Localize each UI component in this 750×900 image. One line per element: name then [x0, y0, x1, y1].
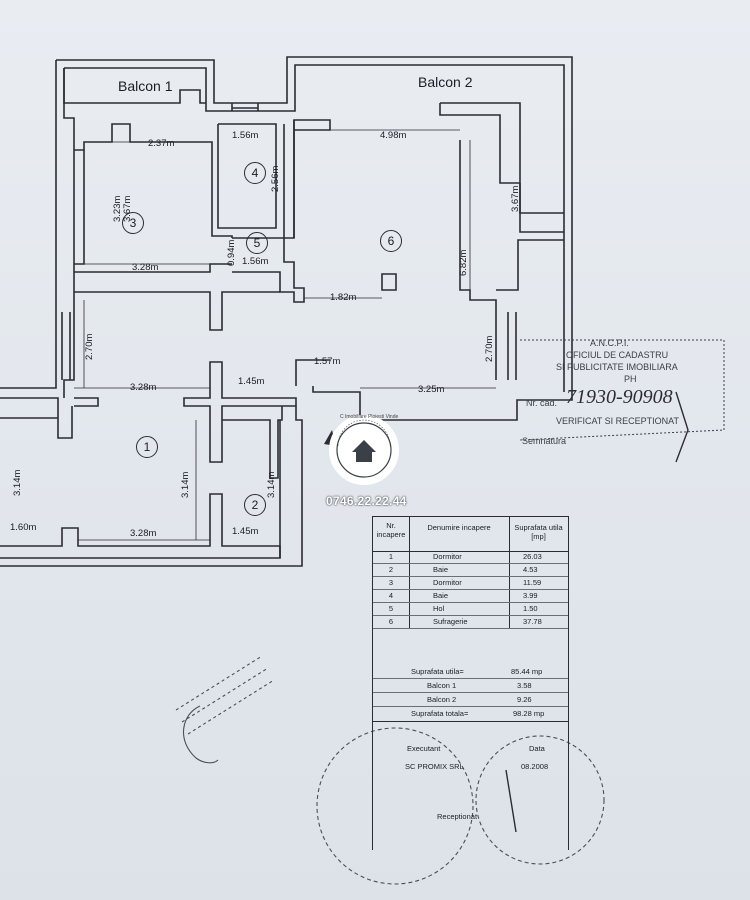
dim-3-28-b: 3.28m — [130, 382, 157, 393]
dim-1-56-top: 1.56m — [232, 130, 259, 141]
room-number-2: 2 — [244, 494, 266, 516]
room-2-outer — [0, 406, 303, 567]
col-name-header: Denumire incapere — [427, 523, 491, 532]
received-label: Receptionat — [437, 812, 478, 821]
dim-3-14-c: 3.14m — [266, 471, 277, 498]
dim-3-28-c: 3.28m — [130, 528, 157, 539]
left-wall — [0, 60, 57, 389]
table-row: 3 Dormitor 11.59 — [373, 577, 568, 590]
room-2-walls — [222, 406, 283, 479]
cadastre-stamp-nr-label: Nr. cad. — [526, 398, 558, 408]
dim-1-45-b: 1.45m — [232, 526, 259, 537]
total-row: Suprafata totala= 98.28 mp — [411, 709, 545, 718]
dim-3-28-a: 3.28m — [132, 262, 159, 273]
cadastre-stamp-verified: VERIFICAT SI RECEPTIONAT — [556, 416, 680, 426]
dim-6-82: 6.82m — [458, 249, 469, 276]
table-row: 1 Dormitor 26.03 — [373, 551, 568, 564]
agency-phone: 0746.22.22.44 — [326, 494, 407, 508]
cadastre-stamp-line-1: A.N.C.P.I. — [590, 338, 629, 348]
date-label: Data — [529, 744, 545, 753]
dim-1-82: 1.82m — [330, 292, 357, 303]
dim-2-37: 2.37m — [148, 138, 175, 149]
dim-3-14-a: 3.14m — [12, 469, 23, 496]
agency-logo — [329, 415, 399, 485]
cadastre-stamp-line-3: SI PUBLICITATE IMOBILIARA — [556, 362, 678, 372]
dim-4-98: 4.98m — [380, 130, 407, 141]
room-4-door — [231, 103, 259, 111]
dim-1-57: 1.57m — [314, 356, 341, 367]
area-table-header: Nr. incapere Denumire incapere Suprafata… — [373, 517, 568, 552]
dim-3-67-left: 3.67m — [122, 195, 133, 222]
total-row: Balcon 2 9.26 — [373, 693, 568, 707]
round-seal-right — [475, 735, 605, 865]
room-6-pillar — [381, 273, 397, 291]
balcony-1-label: Balcon 1 — [118, 78, 173, 94]
dim-2-70-right: 2.70m — [484, 335, 495, 362]
dim-3-67-right: 3.67m — [510, 185, 521, 212]
dim-3-14-b: 3.14m — [180, 471, 191, 498]
room-3-bottom — [74, 263, 232, 273]
signature-date: 08.2008 — [521, 762, 549, 771]
signature-block: Executant Data SC PROMIX SRL 08.2008 Rec… — [372, 720, 569, 850]
table-row: 2 Baie 4.53 — [373, 564, 568, 577]
dim-1-56-b: 1.56m — [242, 256, 269, 267]
room-number-1: 1 — [136, 436, 158, 458]
round-seal-left — [316, 727, 474, 885]
room-5-walls — [232, 237, 305, 303]
outer-wall-upper-inner — [64, 64, 565, 392]
outer-wall-upper — [56, 56, 573, 421]
room-4-walls — [217, 123, 277, 229]
room-1-top — [74, 291, 280, 331]
total-row: Balcon 1 3.58 — [373, 679, 568, 693]
room-6-walls — [293, 120, 497, 386]
dim-1-60: 1.60m — [10, 522, 37, 533]
dim-2-70-left: 2.70m — [84, 333, 95, 360]
room-3-walls — [74, 123, 233, 238]
room-1-mid — [0, 397, 99, 439]
balcony-2-label: Balcon 2 — [418, 74, 473, 90]
stair-sketch — [175, 655, 275, 764]
balcony-2-outline — [440, 102, 564, 214]
dim-3-25: 3.25m — [418, 384, 445, 395]
dim-2-56: 2.56m — [270, 165, 281, 192]
agency-logo-ring-text: C Imobiliare Ploiesti Vinde — [340, 414, 399, 420]
room-6-right-column — [496, 239, 564, 291]
room-number-3: 3 — [122, 212, 144, 234]
agency-logo-ring — [337, 419, 391, 447]
room-number-5: 5 — [246, 232, 268, 254]
cadastre-stamp-number: 71930-90908 — [566, 386, 673, 408]
company-name: SC PROMIX SRL — [405, 762, 464, 771]
cadastre-stamp-frame — [519, 339, 725, 441]
table-row: 5 Hol 1.50 — [373, 603, 568, 616]
room-3-inner — [74, 150, 85, 265]
left-wall-inner — [63, 68, 75, 398]
room-number-6: 6 — [380, 230, 402, 252]
executant-label: Executant — [407, 744, 441, 753]
window-right — [507, 312, 517, 380]
room-6-right-column-b — [519, 183, 564, 233]
dim-1-45-a: 1.45m — [238, 376, 265, 387]
balcony-2-inner — [439, 103, 520, 184]
signature-stroke — [505, 391, 689, 833]
table-row: 4 Baie 3.99 — [373, 590, 568, 603]
col-nr-header: Nr. incapere — [376, 521, 406, 539]
room-number-4: 4 — [244, 162, 266, 184]
cadastre-stamp-line-2: OFICIUL DE CADASTRU — [566, 350, 669, 360]
cadastre-stamp-line-4: PH — [624, 374, 637, 384]
col-area-header: Suprafata utila [mp] — [514, 523, 563, 541]
table-row: 6 Sufragerie 37.78 — [373, 616, 568, 629]
total-row: Suprafata utila= 85.44 mp — [373, 665, 568, 679]
dim-0-94: 0.94m — [226, 239, 237, 266]
room-4-right — [283, 119, 331, 239]
area-table: Nr. incapere Denumire incapere Suprafata… — [372, 516, 569, 722]
cadastre-stamp-sub: Semnatura — [522, 436, 567, 446]
window-left — [61, 312, 71, 380]
